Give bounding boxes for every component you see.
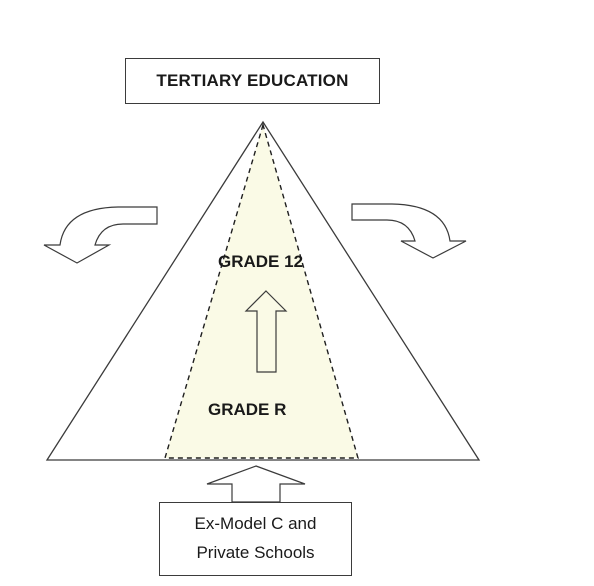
up-arrow-icon [244,290,288,373]
curved-arrow-right-down-icon [351,203,467,259]
curved-arrow-left-down-icon [43,206,158,264]
grade-12-label: GRADE 12 [218,252,304,271]
schools-box: Ex-Model C and Private Schools [159,502,352,576]
grade-r-label: GRADE R [208,400,287,419]
up-block-arrow-icon [206,465,306,503]
outer-triangle [45,120,481,461]
tertiary-education-label: TERTIARY EDUCATION [156,71,349,90]
inner-dashed-trapezoid [164,122,359,459]
schools-line-1: Ex-Model C and [194,514,317,533]
schools-line-2: Private Schools [196,543,315,562]
tertiary-education-box: TERTIARY EDUCATION [125,58,380,104]
